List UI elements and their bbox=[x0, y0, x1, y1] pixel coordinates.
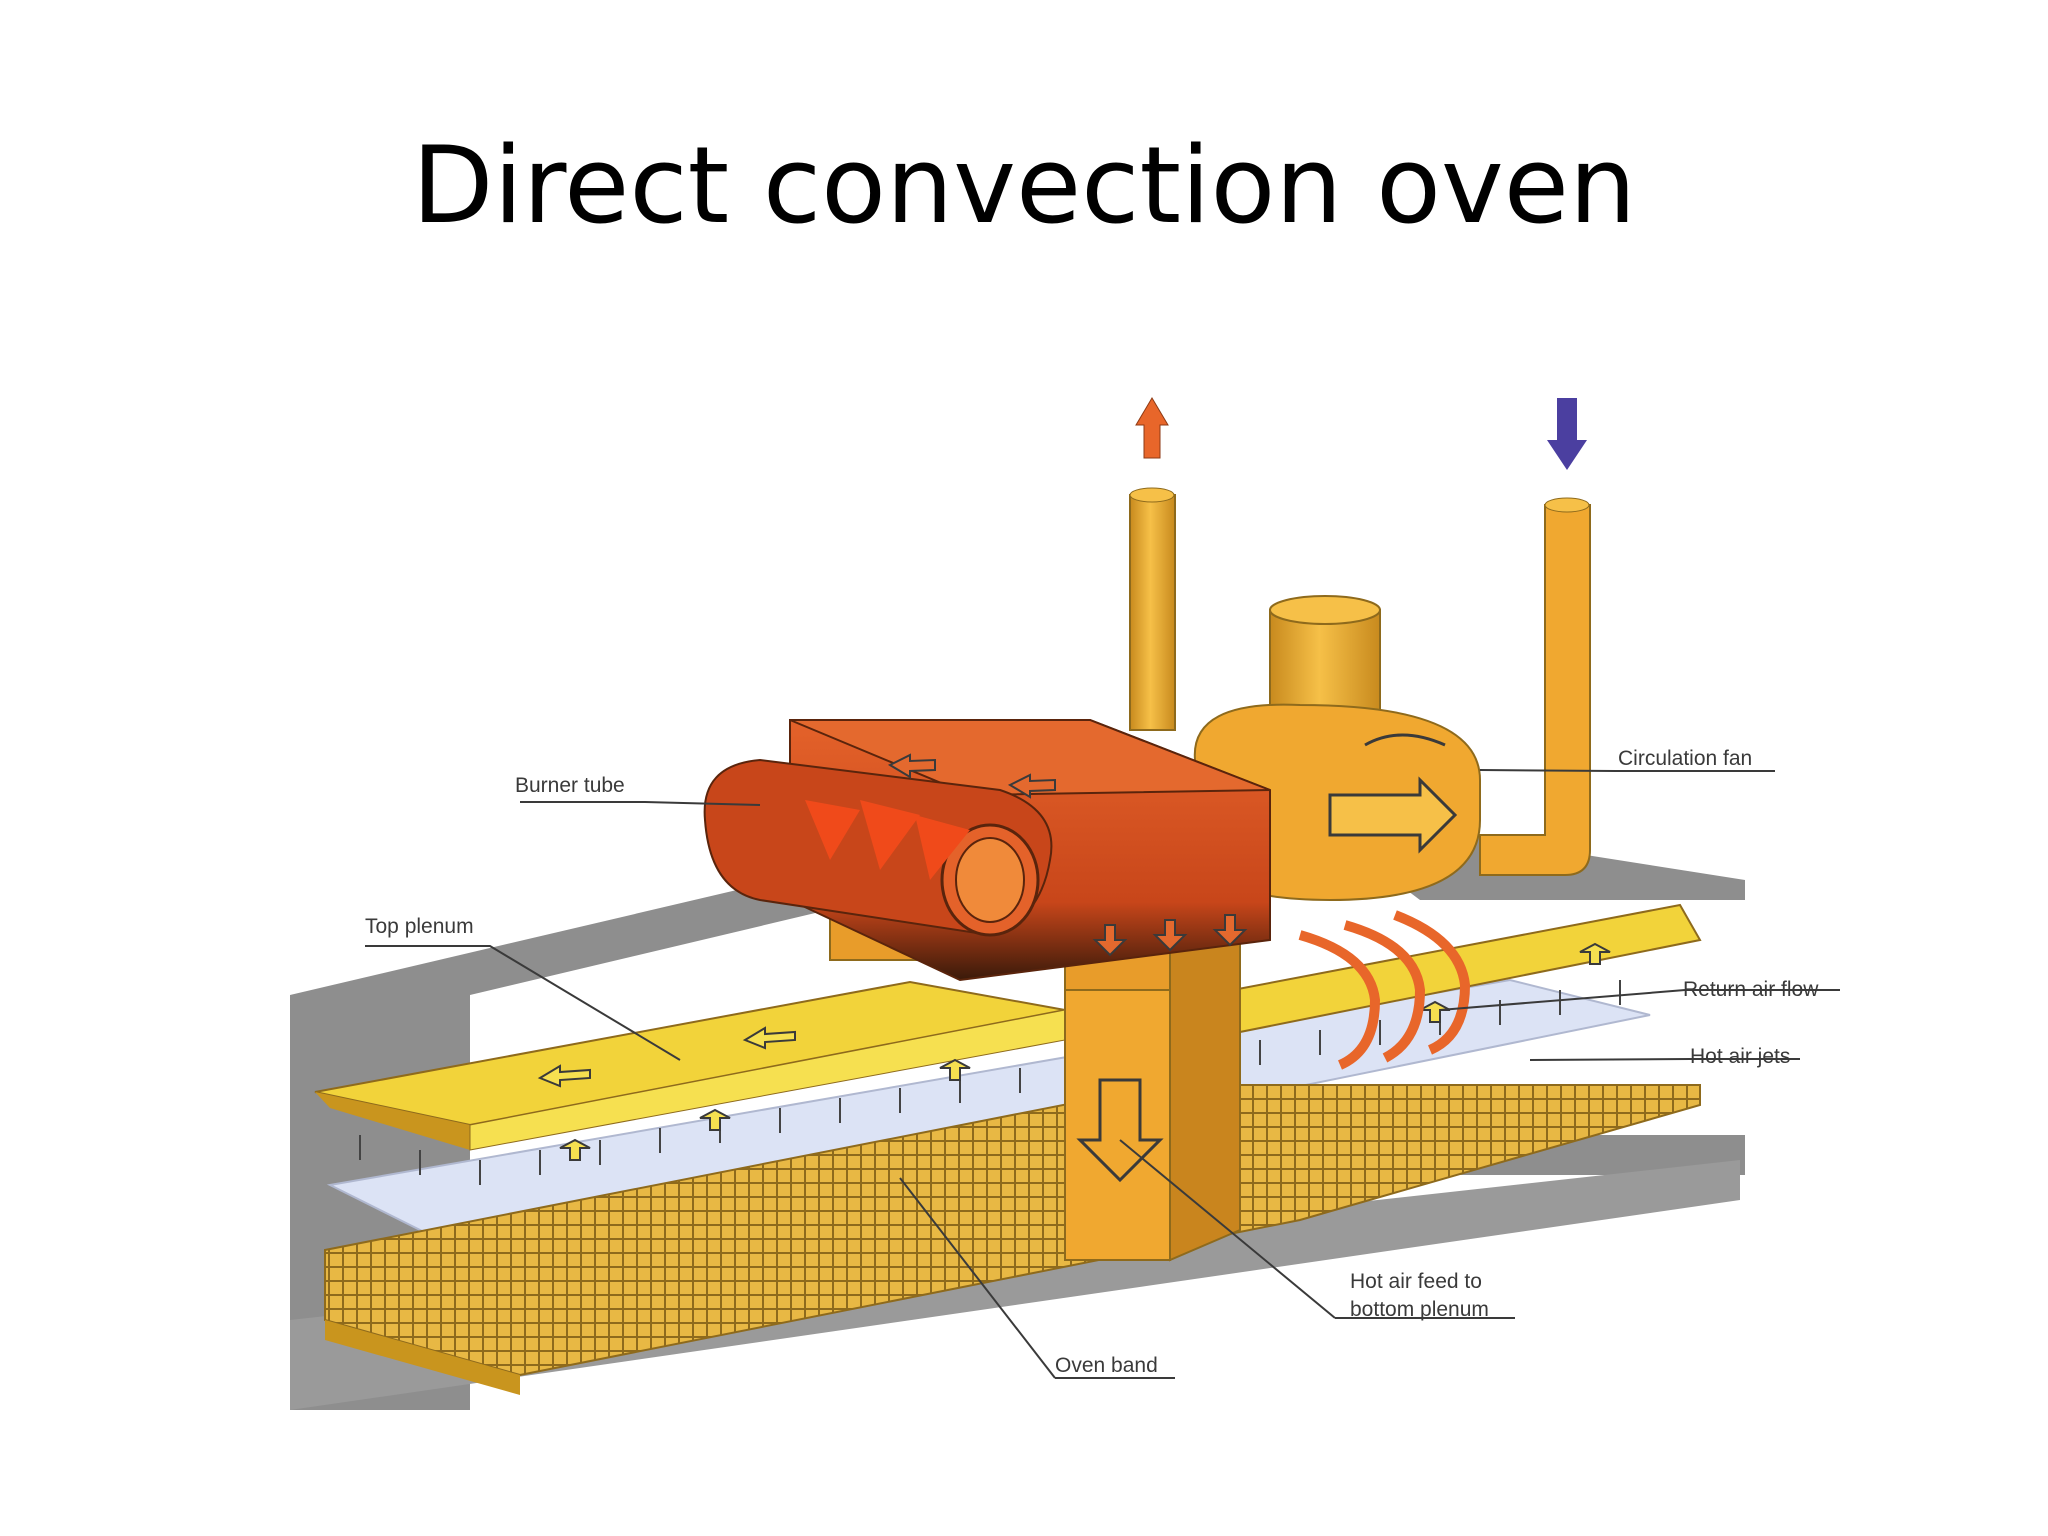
exhaust-stack bbox=[1129, 487, 1176, 731]
label-oven-band: Oven band bbox=[1055, 1354, 1158, 1377]
intake-pipe bbox=[1479, 497, 1591, 876]
burner-tube bbox=[703, 719, 1271, 982]
top-plenum bbox=[314, 903, 1702, 1151]
slide-title: Direct convection oven bbox=[411, 124, 1637, 247]
bottom-plenum bbox=[324, 1084, 1701, 1395]
label-hot-air-jets: Hot air jets bbox=[1690, 1045, 1790, 1068]
up-arrow-icon bbox=[1135, 397, 1169, 459]
label-circulation-fan: Circulation fan bbox=[1618, 747, 1752, 770]
hot-air-jet-arrows bbox=[359, 980, 1621, 1185]
down-arrow-icon bbox=[1547, 398, 1587, 470]
leader-lines bbox=[365, 769, 1840, 1379]
label-return-air-flow: Return air flow bbox=[1683, 978, 1819, 1001]
label-hot-air-feed-line2: bottom plenum bbox=[1350, 1298, 1489, 1321]
plenum-flow-arrows bbox=[537, 942, 1611, 1161]
label-burner-tube: Burner tube bbox=[515, 774, 625, 797]
return-air-arrows bbox=[1298, 910, 1471, 1070]
label-hot-air-feed-line1: Hot air feed to bbox=[1350, 1270, 1482, 1293]
label-top-plenum: Top plenum bbox=[365, 915, 474, 938]
